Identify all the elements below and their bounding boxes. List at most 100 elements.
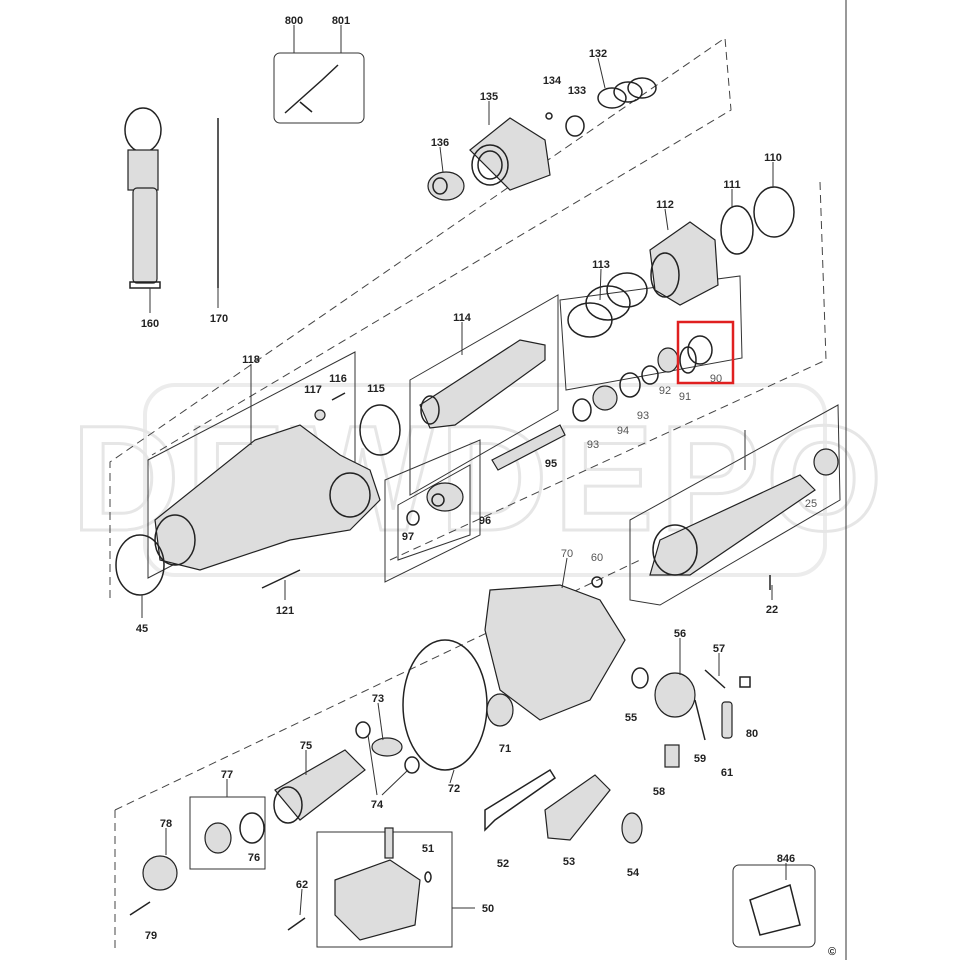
- part-76-oring: [239, 812, 265, 844]
- part-95-striker: [491, 424, 566, 471]
- part-label-71[interactable]: 71: [499, 743, 511, 755]
- part-91-ring: [679, 346, 697, 374]
- part-label-114[interactable]: 114: [453, 312, 472, 324]
- part-label-112[interactable]: 112: [656, 199, 674, 211]
- part-label-76[interactable]: 76: [248, 852, 260, 864]
- part-113-springs: [567, 272, 648, 338]
- part-93-oring-b: [572, 398, 592, 422]
- part-label-801[interactable]: 801: [332, 15, 350, 27]
- part-label-57[interactable]: 57: [713, 643, 725, 655]
- part-label-58[interactable]: 58: [653, 786, 665, 798]
- part-label-80[interactable]: 80: [746, 728, 758, 740]
- part-label-135[interactable]: 135: [480, 91, 498, 103]
- part-label-45[interactable]: 45: [136, 623, 148, 635]
- part-78-flange: [142, 855, 178, 891]
- part-label-53[interactable]: 53: [563, 856, 575, 868]
- part-label-70[interactable]: 70: [561, 548, 573, 560]
- assembly-outlines: [109, 37, 841, 950]
- part-54-part: [621, 812, 643, 844]
- part-label-77[interactable]: 77: [221, 769, 233, 781]
- parts: [115, 64, 839, 941]
- part-label-160[interactable]: 160: [141, 318, 159, 330]
- part-132-rings: [597, 77, 657, 109]
- part-56-knob: [654, 672, 696, 718]
- part-label-73[interactable]: 73: [372, 693, 384, 705]
- part-label-93-a[interactable]: 93: [637, 410, 649, 422]
- part-label-132[interactable]: 132: [589, 48, 607, 60]
- part-label-133[interactable]: 133: [568, 85, 586, 97]
- highlight-box-part-90: [676, 320, 735, 385]
- part-label-92[interactable]: 92: [659, 385, 671, 397]
- part-135-collar: [469, 117, 551, 191]
- part-label-90[interactable]: 90: [710, 373, 722, 385]
- part-label-72[interactable]: 72: [448, 783, 460, 795]
- part-armature: [649, 474, 816, 576]
- part-label-115[interactable]: 115: [367, 383, 385, 395]
- part-96-bearing: [426, 482, 464, 512]
- part-labels: 800 801 132 134 133 135 136 110 111 112 …: [136, 15, 836, 958]
- part-label-25[interactable]: 25: [805, 498, 817, 510]
- part-45-ring: [115, 534, 165, 596]
- part-114-piston: [419, 339, 546, 429]
- part-57-screw: [704, 669, 726, 689]
- part-117-screw: [314, 409, 326, 421]
- part-116-pin: [331, 392, 346, 401]
- part-label-118[interactable]: 118: [242, 354, 260, 366]
- part-label-56[interactable]: 56: [674, 628, 686, 640]
- part-label-75[interactable]: 75: [300, 740, 312, 752]
- part-112-gear: [649, 221, 719, 306]
- part-label-51[interactable]: 51: [422, 843, 434, 855]
- part-label-54[interactable]: 54: [627, 867, 640, 879]
- part-label-97[interactable]: 97: [402, 531, 414, 543]
- part-label-95[interactable]: 95: [545, 458, 557, 470]
- part-label-117[interactable]: 117: [304, 384, 322, 396]
- part-label-74[interactable]: 74: [371, 799, 384, 811]
- part-136-sleeve: [427, 171, 465, 201]
- part-133-washer: [565, 115, 585, 137]
- part-label-78[interactable]: 78: [160, 818, 172, 830]
- part-134-ball: [545, 112, 553, 120]
- part-118-housing: [154, 424, 381, 571]
- part-label-91[interactable]: 91: [679, 391, 691, 403]
- part-label-134[interactable]: 134: [543, 75, 562, 87]
- part-label-50[interactable]: 50: [482, 903, 494, 915]
- part-label-94[interactable]: 94: [617, 425, 629, 437]
- part-110-seal: [753, 186, 795, 238]
- part-73-pin: [371, 737, 403, 757]
- part-label-93-b[interactable]: 93: [587, 439, 599, 451]
- part-58-switch: [664, 744, 680, 768]
- part-label-61[interactable]: 61: [721, 767, 733, 779]
- part-label-60[interactable]: 60: [591, 552, 603, 564]
- part-label-136[interactable]: 136: [431, 137, 449, 149]
- part-label-170[interactable]: 170: [210, 313, 228, 325]
- part-92-washer: [657, 347, 679, 373]
- part-55-oring: [631, 667, 649, 689]
- part-label-116[interactable]: 116: [329, 373, 347, 385]
- part-label-52[interactable]: 52: [497, 858, 509, 870]
- part-label-111[interactable]: 111: [723, 179, 740, 191]
- part-label-59[interactable]: 59: [694, 753, 706, 765]
- part-77-clutch: [204, 812, 265, 854]
- part-label-79[interactable]: 79: [145, 930, 157, 942]
- part-59-spring: [694, 699, 706, 741]
- part-846-bag: [749, 884, 801, 936]
- part-label-96[interactable]: 96: [479, 515, 491, 527]
- part-80-part: [739, 676, 751, 688]
- part-90-circlip: [687, 335, 713, 365]
- part-label-55[interactable]: 55: [625, 712, 637, 724]
- part-25-bearing: [813, 448, 839, 476]
- part-label-22[interactable]: 22: [766, 604, 778, 616]
- part-label-121[interactable]: 121: [276, 605, 294, 617]
- part-94-washer: [619, 372, 641, 398]
- part-label-846[interactable]: 846: [777, 853, 795, 865]
- part-label-62[interactable]: 62: [296, 879, 308, 891]
- part-115-seal: [359, 404, 401, 456]
- part-label-110[interactable]: 110: [764, 152, 782, 164]
- part-74-oring-b: [404, 756, 420, 774]
- part-79-screw: [129, 901, 151, 916]
- part-61-lever: [721, 701, 733, 739]
- part-label-800[interactable]: 800: [285, 15, 303, 27]
- part-label-113[interactable]: 113: [592, 259, 610, 271]
- part-75-tube: [274, 749, 366, 821]
